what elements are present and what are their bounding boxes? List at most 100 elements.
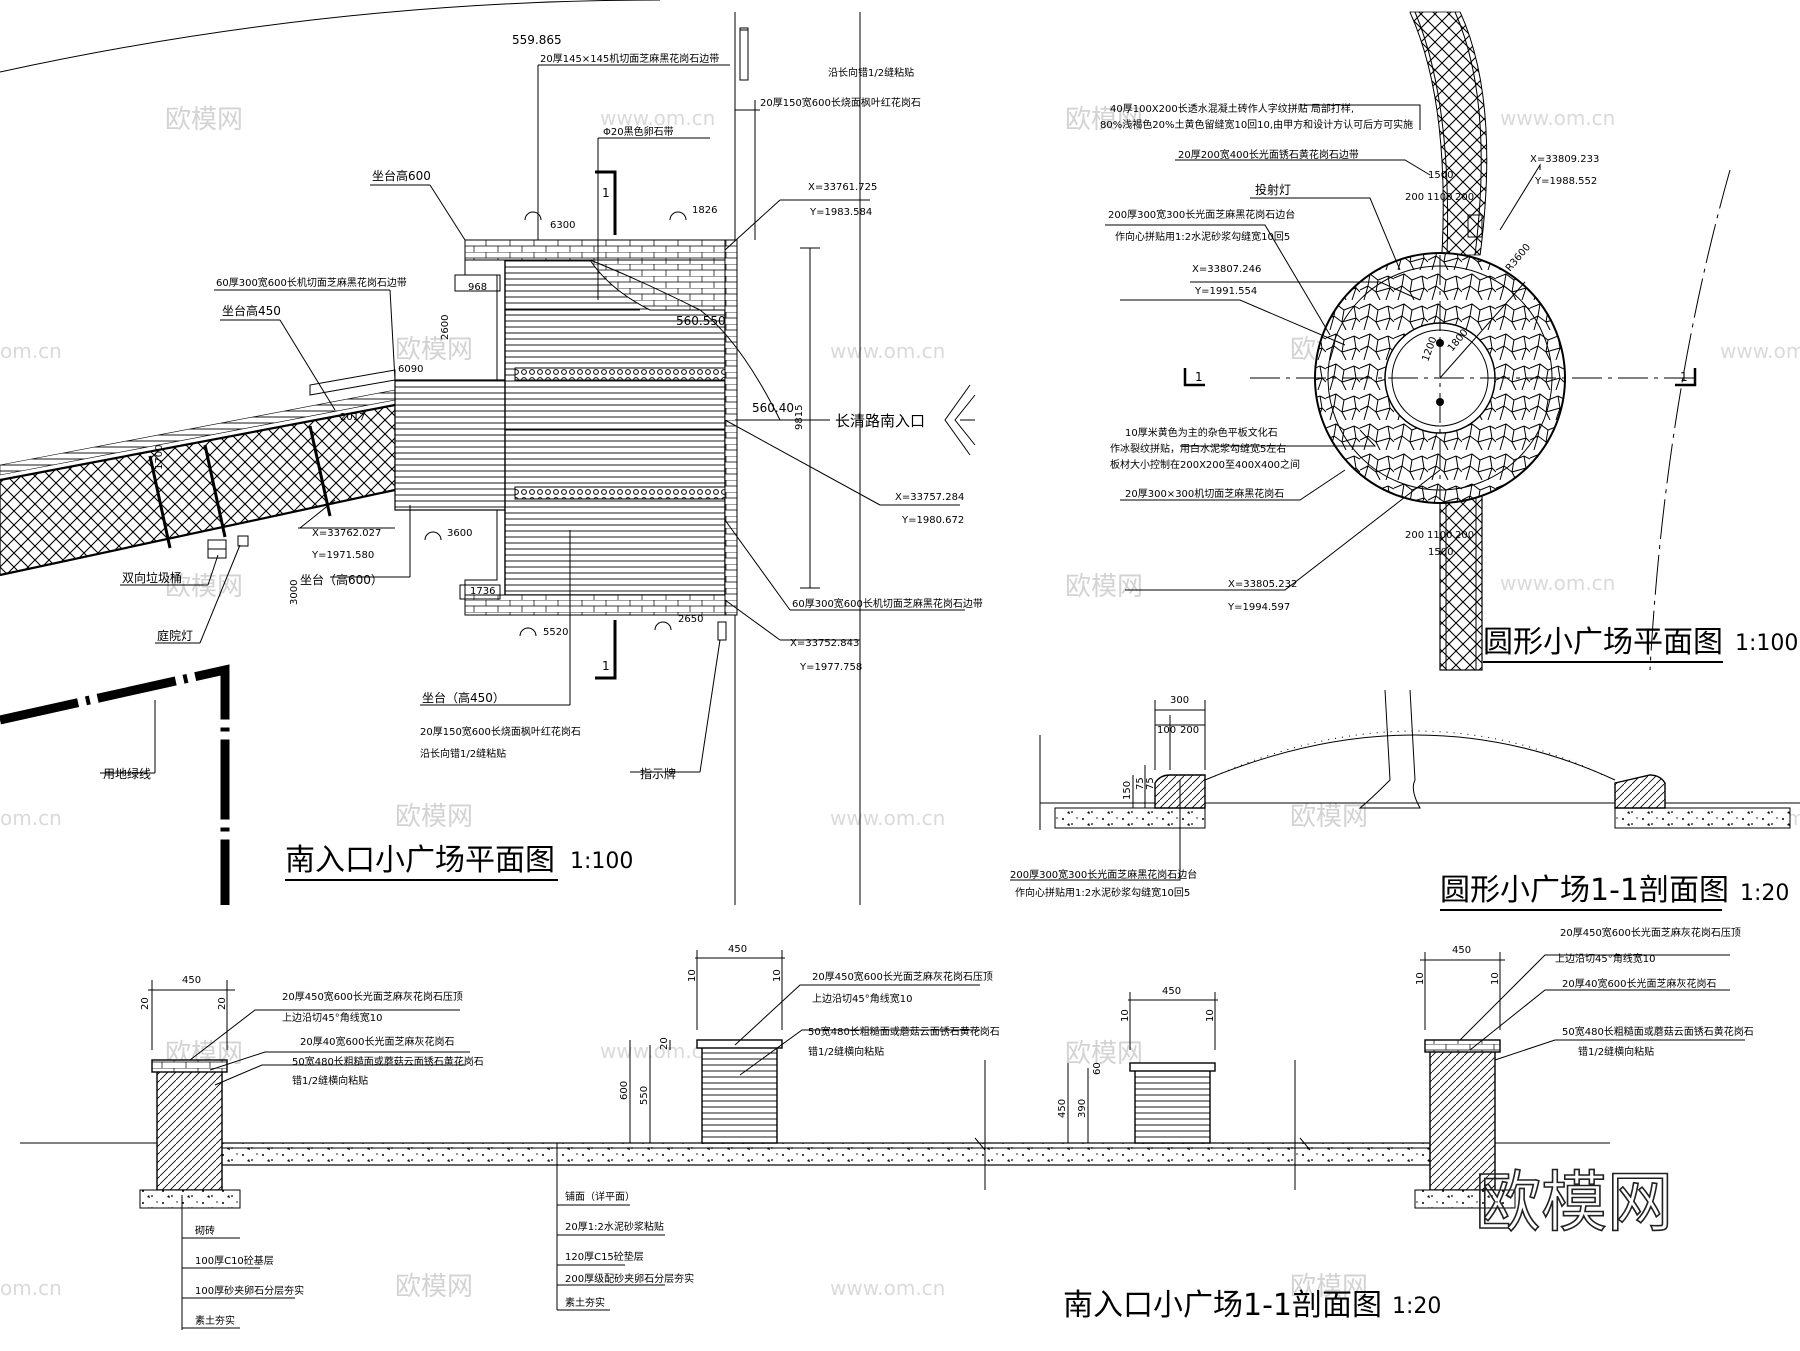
circle-section: 300 100 200 150 75 75 200厚300宽300长光面芝麻黑花… <box>1010 689 1800 911</box>
dim-label: 20 <box>217 997 228 1010</box>
layer-label: 20厚1:2水泥砂浆粘贴 <box>565 1220 664 1233</box>
coordinate-y: Y=1991.554 <box>1194 286 1257 297</box>
south-entrance-plan: 559.865 9815 <box>0 0 983 905</box>
annotation: Φ20黑色卵石带 <box>603 125 674 138</box>
annotation: 错1/2缝横向粘贴 <box>808 1045 884 1058</box>
annotation: 坐台高600 <box>372 168 431 183</box>
sign-symbol <box>717 621 727 641</box>
dim-label: 3000 <box>289 580 300 605</box>
section-mark-number: 1 <box>1680 370 1688 384</box>
section-mark <box>1183 368 1205 387</box>
plan-scale: 1:100 <box>1735 631 1798 656</box>
annotation: 坐台（高600） <box>300 572 383 587</box>
dim-label: 2017 <box>340 412 365 423</box>
watermark-logo: 欧模网 <box>1290 802 1368 832</box>
granite-coping-right <box>1424 1039 1501 1053</box>
dim-label: 1500 <box>1428 547 1453 558</box>
coordinate-x: X=33807.246 <box>1192 264 1261 275</box>
annotation: 200厚300宽300长光面芝麻黑花岗石边台 <box>1108 208 1295 221</box>
annotation: 20厚40宽600长光面芝麻灰花岗石 <box>300 1035 455 1048</box>
coordinate-x: X=33809.233 <box>1530 154 1599 165</box>
kerb-band-bottom <box>464 594 726 616</box>
dim-label: 10 <box>1120 1009 1131 1022</box>
entrance-label: 长清路南入口 <box>835 412 925 430</box>
dim-label: 6090 <box>398 364 423 375</box>
annotation: 40厚100X200长透水混凝土砖作人字纹拼贴 局部打样, <box>1110 102 1354 115</box>
section-mark <box>595 170 617 235</box>
annotation: 作冰裂纹拼贴，用白水泥浆勾缝宽5左右 <box>1110 442 1286 455</box>
dim-label: 200 <box>1405 530 1424 541</box>
annotation: 上边沿切45°角线宽10 <box>282 1011 382 1024</box>
coordinate-y: Y=1994.597 <box>1227 602 1290 613</box>
dim-label: 450 <box>1452 945 1471 956</box>
layer-label: 200厚级配砂夹卵石分层夯实 <box>565 1272 694 1285</box>
elevation-label: 559.865 <box>512 33 562 47</box>
elevation-label: 560.40 <box>752 401 794 415</box>
plan-scale: 1:100 <box>570 849 633 874</box>
pebble-band <box>514 486 726 500</box>
pebble-band <box>514 367 726 381</box>
watermark-url: www.om.cn <box>830 1276 945 1300</box>
annotation: 双向垃圾桶 <box>122 570 182 585</box>
annotation: 80%浅褐色20%土黄色留缝宽10回10,由甲方和设计方认可后方可实施 <box>1100 118 1413 131</box>
lawn-mound <box>1204 734 1616 781</box>
circle-plaza-plan: R3600 1800 1200 1 1 1500 200 1100 200 20… <box>1100 11 1798 671</box>
dim-label: 200 <box>1180 725 1199 736</box>
watermark-logo: 欧模网 <box>395 335 473 365</box>
dim-label: 10 <box>772 969 783 982</box>
annotation: 60厚300宽600长机切面芝麻黑花岗石边带 <box>792 597 983 610</box>
lamp-symbol <box>237 535 249 547</box>
layer-label: 素土夯实 <box>195 1314 235 1327</box>
plaza-stripe-paving <box>504 259 726 596</box>
annotation: 20厚150宽600长烧面枫叶红花岗石 <box>760 96 921 109</box>
watermark-logo: 欧模网 <box>395 802 473 832</box>
annotation: 沿长向错1/2缝粘贴 <box>828 66 914 79</box>
coordinate-x: X=33752.843 <box>790 638 859 649</box>
watermark-url: www.om.cn <box>1500 571 1615 595</box>
plan-title: 圆形小广场平面图 <box>1483 625 1723 660</box>
layer-label: 素土夯实 <box>565 1296 605 1309</box>
dim-label: 20 <box>140 997 151 1010</box>
annotation: 20厚300×300机切面芝麻黑花岗石 <box>1125 487 1284 500</box>
dim-label: 1500 <box>1428 170 1453 181</box>
section-title: 圆形小广场1-1剖面图 <box>1440 873 1729 908</box>
dim-label: R3600 <box>1504 242 1533 274</box>
seat-450 <box>1134 1067 1211 1144</box>
layer-label: 100厚砂夹卵石分层夯实 <box>195 1284 304 1297</box>
watermark-url: www.om.cn <box>830 339 945 363</box>
dim-label: 1826 <box>692 205 717 216</box>
dim-label: 200 <box>1455 530 1474 541</box>
lamp-post-symbol <box>739 27 749 81</box>
watermark-logo: 欧模网 <box>165 572 243 602</box>
seat-600 <box>701 1044 778 1144</box>
watermark-url: www.om.cn <box>600 1039 715 1063</box>
granite-coping-left <box>151 1059 228 1073</box>
section-mark-number: 1 <box>602 186 610 200</box>
site-green-line <box>0 664 230 905</box>
layer-label: 砌砖 <box>195 1224 215 1237</box>
road-edge-arc <box>0 0 661 73</box>
annotation: 上边沿切45°角线宽10 <box>1555 952 1655 965</box>
annotation: 庭院灯 <box>157 628 193 643</box>
base-layer <box>1054 807 1206 829</box>
annotation: 50宽480长粗糙面或蘑菇云面锈石黄花岗石 <box>292 1055 484 1068</box>
watermark-logo: 欧模网 <box>1065 105 1143 135</box>
dim-label: 390 <box>1077 1099 1088 1118</box>
annotation: 坐台高450 <box>222 303 281 318</box>
footing-right <box>1414 1189 1516 1209</box>
path-band <box>308 425 332 517</box>
annotation: 坐台（高450） <box>422 690 505 705</box>
annotation: 上边沿切45°角线宽10 <box>812 992 912 1005</box>
annotation: 沿长向错1/2缝粘贴 <box>420 747 506 760</box>
brick-wall-left <box>156 1069 223 1191</box>
dim-label: 550 <box>639 1086 650 1105</box>
dim-label: 20 <box>659 1037 670 1050</box>
footing-left <box>139 1189 241 1209</box>
dim-label: 75 <box>1135 777 1146 790</box>
base-layer <box>1614 807 1791 829</box>
dim-label: 60 <box>1092 1062 1103 1075</box>
annotation: 50宽480长粗糙面或蘑菇云面锈石黄花岗石 <box>808 1025 1000 1038</box>
dim-label: 2600 <box>440 315 451 340</box>
dim-label: 450 <box>728 944 747 955</box>
coordinate-y: Y=1971.580 <box>311 550 374 561</box>
